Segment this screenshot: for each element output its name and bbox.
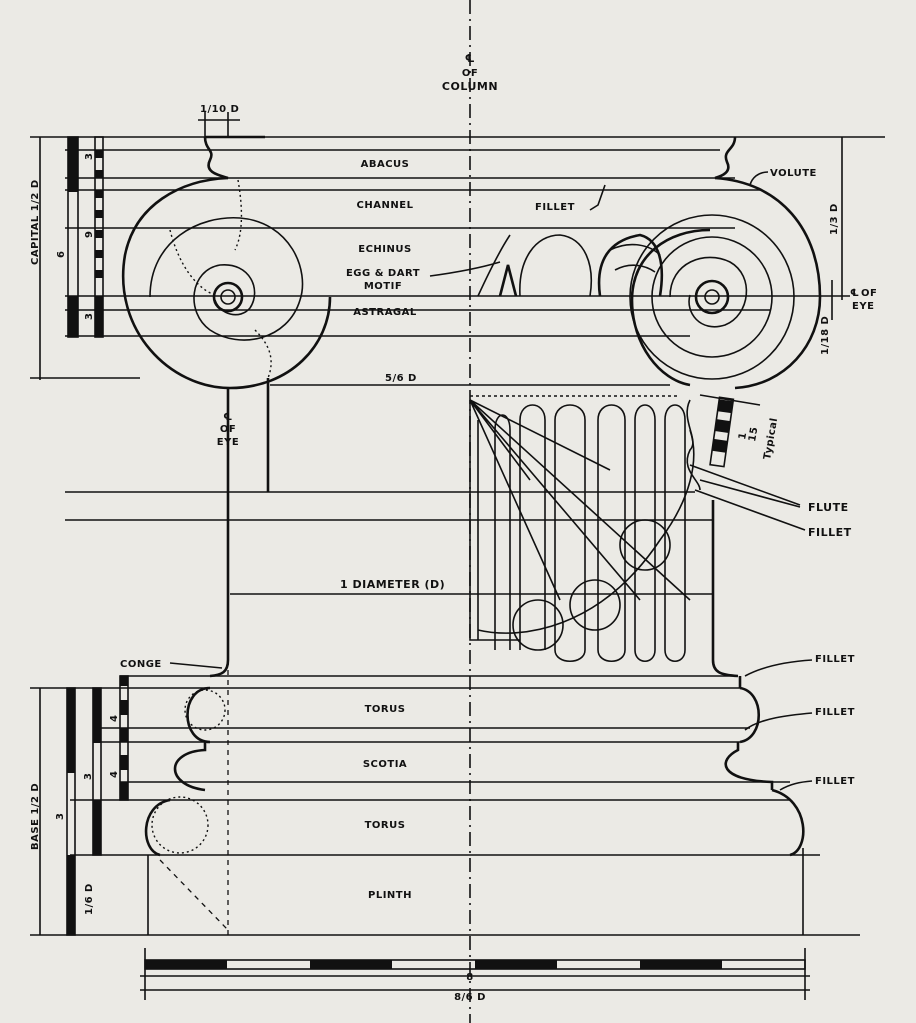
shaft-lines	[65, 378, 739, 678]
flute-count: 15	[747, 426, 760, 443]
channel-label: CHANNEL	[357, 200, 414, 211]
eye-left-symbol: ℄	[223, 412, 232, 423]
base-fillet-3: FILLET	[815, 776, 855, 787]
torus-lower-label: TORUS	[365, 820, 406, 831]
capital-scale-9: 9	[84, 231, 95, 238]
capital-fillet-label: FILLET	[535, 202, 575, 213]
capital-scale-6: 6	[56, 251, 67, 258]
eye-right-of: OF	[861, 288, 877, 299]
left-eye-inner	[220, 289, 236, 305]
base-scale-3b: 3	[83, 773, 94, 780]
base-scale	[39, 675, 129, 936]
eye-left-eye: EYE	[217, 437, 239, 448]
five-sixths-label: 5/6 D	[385, 373, 417, 384]
astragal-label: ASTRAGAL	[353, 307, 417, 318]
right-volute-spiral	[669, 256, 748, 328]
capital-scale-3a: 3	[84, 153, 95, 160]
shaft-fillet-label: FILLET	[808, 526, 852, 539]
plinth-height-label: 1/6 D	[84, 883, 95, 915]
capital-scale-3b: 3	[84, 313, 95, 320]
base-scale-3a: 3	[55, 813, 66, 820]
flutes	[469, 399, 701, 663]
bottom-scale	[140, 948, 810, 1000]
capital-side-label: CAPITAL 1/2 D	[30, 179, 41, 265]
motif-label: MOTIF	[364, 281, 402, 292]
egg-and-dart-motif	[477, 233, 664, 297]
right-volute-eye	[694, 279, 730, 315]
egg-dart-leader	[429, 261, 501, 277]
eye-right-symbol: ℄	[850, 288, 859, 299]
bottom-scale-count: 8	[466, 972, 473, 983]
diameter-label: 1 DIAMETER (D)	[340, 578, 445, 591]
plinth-label: PLINTH	[368, 890, 412, 901]
bottom-scale-width: 8/6 D	[454, 992, 486, 1003]
left-volute-spiral	[149, 217, 304, 341]
conge-leader	[169, 662, 223, 669]
scotia-label: SCOTIA	[363, 759, 407, 770]
right-eye-inner	[704, 289, 720, 305]
left-volute-construction	[169, 179, 272, 379]
third-d-label: 1/3 D	[829, 203, 840, 235]
capital-scale	[39, 136, 104, 380]
base-fillet-leaders	[744, 659, 813, 791]
flute-label: FLUTE	[808, 501, 849, 514]
right-volute-ring-2	[651, 236, 773, 358]
flute-scale	[689, 394, 801, 506]
flute-scale-number: 1	[737, 431, 749, 440]
flute-note: Typical	[762, 417, 780, 461]
tenth-d-label: 1/10 D	[200, 104, 239, 115]
base-lines	[30, 660, 860, 936]
echinus-label: ECHINUS	[358, 244, 411, 255]
eye-dim-label: 1/18 D	[820, 316, 831, 355]
right-volute-outer	[630, 176, 822, 390]
volute-leader	[749, 171, 769, 186]
base-scale-4b: 4	[109, 771, 120, 778]
base-fillet-1: FILLET	[815, 654, 855, 665]
right-volute-ring	[629, 214, 795, 380]
centerline-column: COLUMN	[442, 80, 498, 93]
centerline-symbol: ℄	[465, 52, 475, 65]
egg-dart-label: EGG & DART	[346, 268, 420, 279]
abacus-label: ABACUS	[361, 159, 410, 170]
volute-label: VOLUTE	[770, 168, 817, 179]
eye-right-eye: EYE	[852, 301, 874, 312]
centerline-of: OF	[462, 68, 478, 79]
base-fillet-2: FILLET	[815, 707, 855, 718]
abacus-profile	[203, 135, 737, 180]
conge-label: CONGE	[120, 659, 162, 670]
fillet-leader	[589, 184, 606, 211]
base-scale-4a: 4	[109, 715, 120, 722]
flute-leaders	[694, 479, 806, 531]
left-volute-eye	[212, 281, 244, 313]
eye-left-of: OF	[220, 424, 236, 435]
base-side-label: BASE 1/2 D	[30, 783, 41, 850]
torus-upper-label: TORUS	[365, 704, 406, 715]
left-volute-outer	[122, 176, 332, 390]
